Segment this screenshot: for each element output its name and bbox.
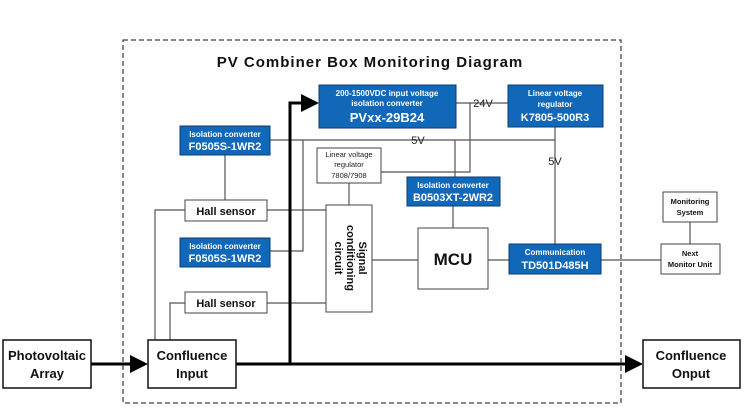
svg-text:F0505S-1WR2: F0505S-1WR2 [189,253,262,265]
svg-text:Isolation converter: Isolation converter [189,130,261,139]
svg-text:Hall sensor: Hall sensor [196,206,256,218]
svg-text:Isolation converter: Isolation converter [189,242,261,251]
svg-text:Linear voltage: Linear voltage [325,150,372,159]
svg-text:Confluence: Confluence [656,348,727,363]
label-24v: 24V [473,98,493,110]
svg-text:Hall sensor: Hall sensor [196,298,256,310]
svg-text:F0505S-1WR2: F0505S-1WR2 [189,141,262,153]
wires [154,102,691,340]
combiner-box-boundary [122,39,622,404]
svg-text:TD501D485H: TD501D485H [521,260,588,272]
svg-text:B0503XT-2WR2: B0503XT-2WR2 [413,192,493,204]
svg-text:Input: Input [176,366,208,381]
svg-text:Isolation converter: Isolation converter [417,181,489,190]
communication-td501: Communication TD501D485H [508,243,602,275]
svg-text:7808/7908: 7808/7908 [331,171,366,180]
svg-text:PVxx-29B24: PVxx-29B24 [350,110,425,125]
svg-text:200-1500VDC input voltage: 200-1500VDC input voltage [336,89,439,98]
linear-regulator-7808: Linear voltage regulator 7808/7908 [316,147,382,184]
svg-text:Linear voltage: Linear voltage [528,89,583,98]
svg-text:MCU: MCU [434,250,473,269]
label-5v-bus: 5V [411,135,425,147]
diagram-title: PV Combiner Box Monitoring Diagram [217,54,524,71]
svg-text:Onput: Onput [672,366,711,381]
svg-text:conditioning: conditioning [344,225,356,291]
hall-sensor-2: Hall sensor [184,291,268,314]
mcu: MCU [417,227,489,290]
svg-text:Photovoltaic: Photovoltaic [8,348,86,363]
svg-text:Communication: Communication [525,248,586,257]
k7805-regulator: Linear voltage regulator K7805-500R3 [507,84,604,128]
isolation-converter-f0505-bottom: Isolation converter F0505S-1WR2 [179,237,271,268]
svg-text:K7805-500R3: K7805-500R3 [521,112,590,124]
svg-text:circuit: circuit [332,241,344,274]
svg-text:regulator: regulator [334,160,364,169]
hall-sensor-1: Hall sensor [184,199,268,222]
isolation-converter-f0505-top: Isolation converter F0505S-1WR2 [179,125,271,156]
svg-text:regulator: regulator [538,100,573,109]
svg-text:Confluence: Confluence [157,348,228,363]
photovoltaic-array: Photovoltaic Array [2,339,92,389]
svg-text:isolation converter: isolation converter [351,99,423,108]
svg-text:Signal: Signal [356,241,368,274]
svg-text:System: System [677,208,704,217]
confluence-output: Confluence Onput [642,339,741,389]
pvxx-converter: 200-1500VDC input voltage isolation conv… [318,84,457,129]
signal-conditioning-circuit: Signal conditioning circuit [325,204,373,313]
monitoring-system: Monitoring System [662,191,718,223]
svg-text:Next: Next [682,249,699,258]
svg-text:Monitor Unit: Monitor Unit [668,260,713,269]
confluence-input: Confluence Input [147,339,237,389]
power-flow [91,94,643,373]
next-monitor-unit: Next Monitor Unit [660,243,721,275]
svg-text:Array: Array [30,366,65,381]
label-5v-vertical: 5V [548,156,562,168]
svg-text:Monitoring: Monitoring [671,197,710,206]
isolation-converter-b0503: Isolation converter B0503XT-2WR2 [406,176,501,207]
